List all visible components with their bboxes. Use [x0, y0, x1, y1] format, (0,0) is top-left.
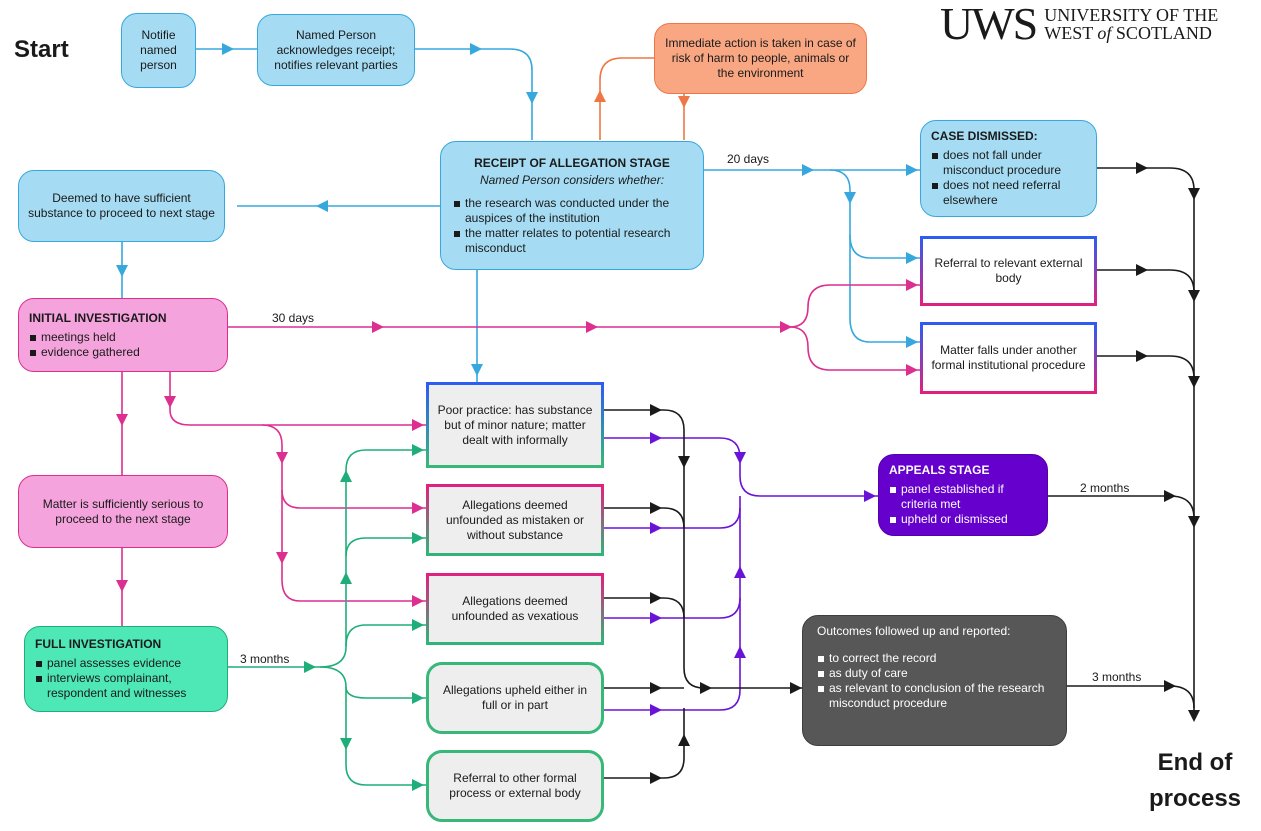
outcomes-title: Outcomes followed up and reported: — [817, 624, 1011, 638]
case-dismissed-box: CASE DISMISSED: does not fall under misc… — [920, 120, 1097, 217]
other-procedure-box: Matter falls under another formal instit… — [920, 322, 1097, 394]
start-label: Start — [14, 36, 69, 63]
referral-external-text: Referral to relevant external body — [934, 256, 1083, 285]
receipt-subtitle: Named Person considers whether: — [479, 172, 665, 187]
immediate-action-text: Immediate action is taken in case of ris… — [665, 36, 856, 80]
logo-line2b: SCOTLAND — [1111, 23, 1212, 43]
initial-investigation-list: meetings held evidence gathered — [29, 330, 140, 360]
logo-mark: UWS — [940, 0, 1038, 49]
appeals-stage-box: APPEALS STAGE panel established if crite… — [878, 454, 1048, 536]
full-investigation-item: panel assesses evidence — [35, 656, 217, 671]
logo-line1: UNIVERSITY OF THE — [1044, 5, 1219, 25]
notify-named-person-box: Notifie named person — [121, 13, 196, 88]
acknowledge-text: Named Person acknowledges receipt; notif… — [274, 27, 398, 72]
referral-other-process-box: Referral to other formal process or exte… — [426, 750, 604, 822]
sufficiently-serious-text: Matter is sufficiently serious to procee… — [42, 496, 204, 526]
duration-2-months: 2 months — [1080, 481, 1130, 495]
notify-text: Notifie named person — [140, 28, 177, 72]
duration-30-days: 30 days — [272, 311, 315, 325]
appeals-title: APPEALS STAGE — [889, 463, 990, 477]
case-dismissed-item: does not fall under misconduct procedure — [931, 148, 1086, 178]
outcomes-item: as duty of care — [817, 666, 1052, 681]
outcomes-item: as relevant to conclusion of the researc… — [817, 681, 1052, 711]
referral-other-text: Referral to other formal process or exte… — [449, 771, 581, 800]
end-label-line1: End of — [1157, 749, 1233, 776]
end-of-process-label: End of process — [1135, 745, 1255, 817]
receipt-criterion: the matter relates to potential research… — [453, 226, 691, 256]
poor-practice-box: Poor practice: has substance but of mino… — [426, 382, 604, 468]
full-investigation-box: FULL INVESTIGATION panel assesses eviden… — [24, 626, 228, 712]
unfounded-mistaken-box: Allegations deemed unfounded as mistaken… — [426, 484, 604, 556]
acknowledge-box: Named Person acknowledges receipt; notif… — [257, 14, 415, 86]
logo-line2a: WEST — [1044, 23, 1098, 43]
outcomes-item: to correct the record — [817, 651, 1052, 666]
upheld-text: Allegations upheld either in full or in … — [442, 683, 588, 712]
appeals-item: upheld or dismissed — [889, 512, 1037, 527]
receipt-title: RECEIPT OF ALLEGATION STAGE — [474, 155, 670, 170]
unfounded-vexatious-box: Allegations deemed unfounded as vexatiou… — [426, 573, 604, 645]
case-dismissed-list: does not fall under misconduct procedure… — [931, 148, 1086, 208]
duration-20-days: 20 days — [727, 152, 770, 166]
appeals-list: panel established if criteria met upheld… — [889, 482, 1037, 527]
case-dismissed-title: CASE DISMISSED: — [931, 129, 1038, 143]
initial-investigation-title: INITIAL INVESTIGATION — [29, 310, 167, 325]
deemed-substance-text: Deemed to have sufficient substance to p… — [28, 191, 215, 220]
full-investigation-title: FULL INVESTIGATION — [35, 637, 162, 651]
logo-line2of: of — [1097, 23, 1112, 43]
referral-external-body-box: Referral to relevant external body — [920, 236, 1097, 306]
uws-logo: UWS UNIVERSITY OF THE WEST of SCOTLAND — [940, 0, 1218, 48]
deemed-substance-box: Deemed to have sufficient substance to p… — [18, 170, 225, 242]
end-label-line2: process — [1148, 785, 1242, 812]
unfounded-vexatious-text: Allegations deemed unfounded as vexatiou… — [451, 594, 579, 623]
initial-investigation-box: INITIAL INVESTIGATION meetings held evid… — [18, 298, 228, 372]
logo-text: UNIVERSITY OF THE WEST of SCOTLAND — [1044, 6, 1218, 42]
initial-investigation-item: evidence gathered — [29, 345, 140, 360]
appeals-item: panel established if criteria met — [889, 482, 1037, 512]
immediate-action-box: Immediate action is taken in case of ris… — [654, 23, 867, 94]
sufficiently-serious-box: Matter is sufficiently serious to procee… — [18, 475, 228, 548]
unfounded-mistaken-text: Allegations deemed unfounded as mistaken… — [445, 497, 585, 542]
receipt-criterion: the research was conducted under the aus… — [453, 196, 691, 226]
upheld-box: Allegations upheld either in full or in … — [426, 662, 604, 734]
poor-practice-text: Poor practice: has substance but of mino… — [437, 402, 593, 447]
duration-3-months-full: 3 months — [240, 652, 290, 666]
outcomes-reported-box: Outcomes followed up and reported: to co… — [802, 615, 1067, 746]
case-dismissed-item: does not need referral elsewhere — [931, 178, 1086, 208]
receipt-criteria-list: the research was conducted under the aus… — [453, 196, 691, 256]
other-procedure-text: Matter falls under another formal instit… — [931, 343, 1086, 372]
full-investigation-list: panel assesses evidence interviews compl… — [35, 656, 217, 701]
initial-investigation-item: meetings held — [29, 330, 140, 345]
outcomes-list: to correct the record as duty of care as… — [817, 651, 1052, 711]
duration-3-months-outcomes: 3 months — [1092, 670, 1142, 684]
full-investigation-item: interviews complainant, respondent and w… — [35, 671, 217, 701]
receipt-of-allegation-box: RECEIPT OF ALLEGATION STAGE Named Person… — [440, 141, 704, 270]
